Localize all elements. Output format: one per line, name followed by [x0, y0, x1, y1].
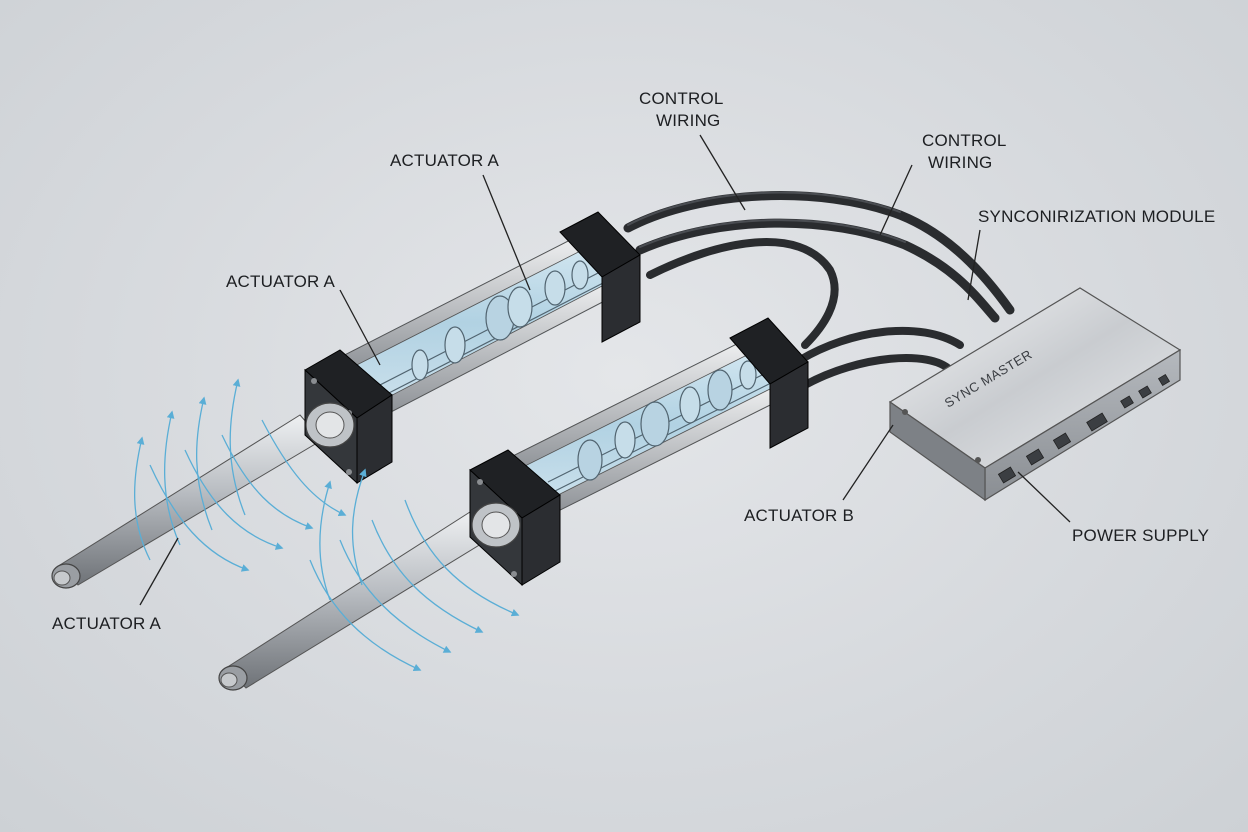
actuator-a-top-label: ACTUATOR A — [390, 151, 500, 170]
leader-lines — [139, 134, 1071, 606]
motion-arrow-icon — [164, 410, 181, 546]
control-wiring-label-2b: WIRING — [928, 153, 992, 172]
motion-arrow-icon — [261, 419, 347, 516]
actuator-a-left-label: ACTUATOR A — [226, 272, 336, 291]
motion-arrow-icon — [134, 436, 151, 561]
control-wiring-label-1b: WIRING — [656, 111, 720, 130]
motion-arrow-icon — [221, 434, 314, 530]
motion-arrow-icon — [309, 559, 422, 671]
actuator-a — [51, 211, 641, 589]
sync-master-module: SYNC MASTER — [888, 287, 1182, 502]
actuator-b — [218, 317, 809, 691]
actuator-a-rod-label: ACTUATOR A — [52, 614, 162, 633]
actuator-b-label: ACTUATOR B — [744, 506, 854, 525]
motion-arrow-icon — [229, 378, 246, 516]
control-wiring-label-2: CONTROL — [922, 131, 1007, 150]
control-cables — [623, 191, 1015, 389]
motion-arrows — [134, 378, 520, 671]
motion-arrow-icon — [319, 480, 332, 601]
motion-arrow-icon — [184, 449, 284, 550]
motion-arrow-icon — [404, 499, 520, 617]
labels: CONTROL WIRING CONTROL WIRING ACTUATOR A… — [52, 89, 1215, 633]
motion-arrow-icon — [371, 519, 484, 633]
control-wiring-label-1: CONTROL — [639, 89, 724, 108]
motion-arrow-icon — [339, 539, 452, 653]
actuator-a-internals — [379, 260, 606, 396]
motion-arrow-icon — [351, 468, 367, 586]
motion-arrow-icon — [149, 464, 250, 572]
sync-module-label: SYNCONIRIZATION MODULE — [978, 207, 1215, 226]
motion-arrow-icon — [196, 396, 213, 531]
actuator-b-internals — [547, 360, 774, 493]
power-supply-label: POWER SUPPLY — [1072, 526, 1209, 545]
port-icon — [997, 373, 1171, 484]
